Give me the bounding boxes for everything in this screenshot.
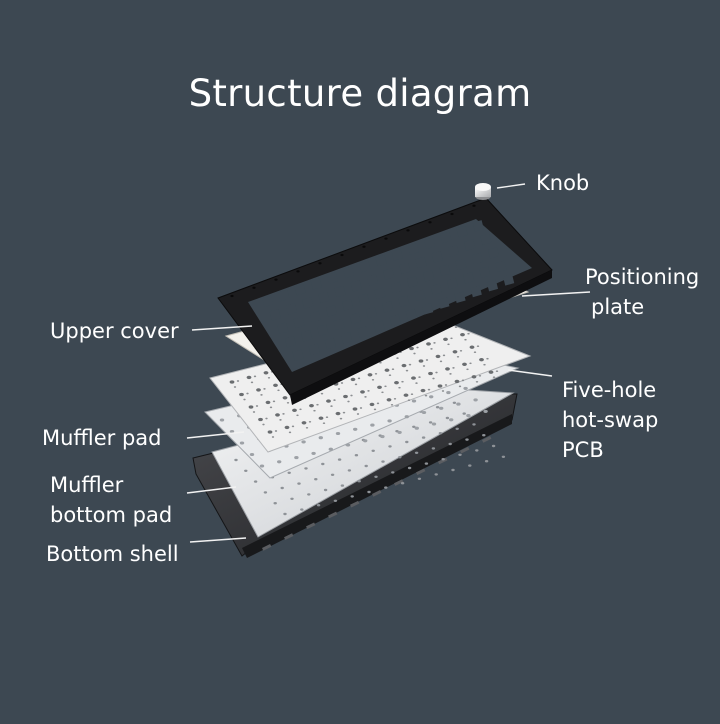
label-upper-cover: Upper cover: [50, 319, 179, 343]
label-muffler-bottom-pad-line-1: Muffler: [50, 473, 124, 497]
knob-leader-line: [496, 183, 526, 189]
label-muffler-bottom-pad-line-2: bottom pad: [50, 503, 173, 527]
positioning-plate-leader-line: [521, 291, 591, 297]
label-pcb-line-2: hot-swap: [562, 408, 659, 432]
label-pcb-line-1: Five-hole: [562, 378, 657, 402]
label-muffler-bottom-pad: Muffler bottom pad: [50, 470, 172, 530]
bottom-shell-side-ports: [261, 436, 492, 551]
label-positioning-plate-line-2: plate: [591, 295, 645, 319]
muffler-bottom-pad-leader-line: [186, 486, 237, 494]
muffler-pad-leader-line: [186, 431, 245, 439]
bottom-shell-leader-line: [189, 537, 247, 543]
label-pcb-line-3: PCB: [562, 438, 604, 462]
label-positioning-plate: Positioning plate: [585, 262, 699, 322]
upper-cover-screw-holes: [230, 204, 515, 361]
label-pcb: Five-hole hot-swap PCB: [562, 375, 658, 465]
leader-lines: [186, 183, 591, 543]
knob-icon: [475, 183, 491, 200]
pcb-leader-line: [507, 369, 553, 377]
page-title: Structure diagram: [188, 72, 532, 115]
label-bottom-shell: Bottom shell: [46, 542, 179, 566]
label-knob: Knob: [536, 171, 590, 195]
label-positioning-plate-line-1: Positioning: [585, 265, 700, 289]
label-muffler-pad: Muffler pad: [42, 426, 162, 450]
upper-cover-leader-line: [191, 325, 253, 331]
